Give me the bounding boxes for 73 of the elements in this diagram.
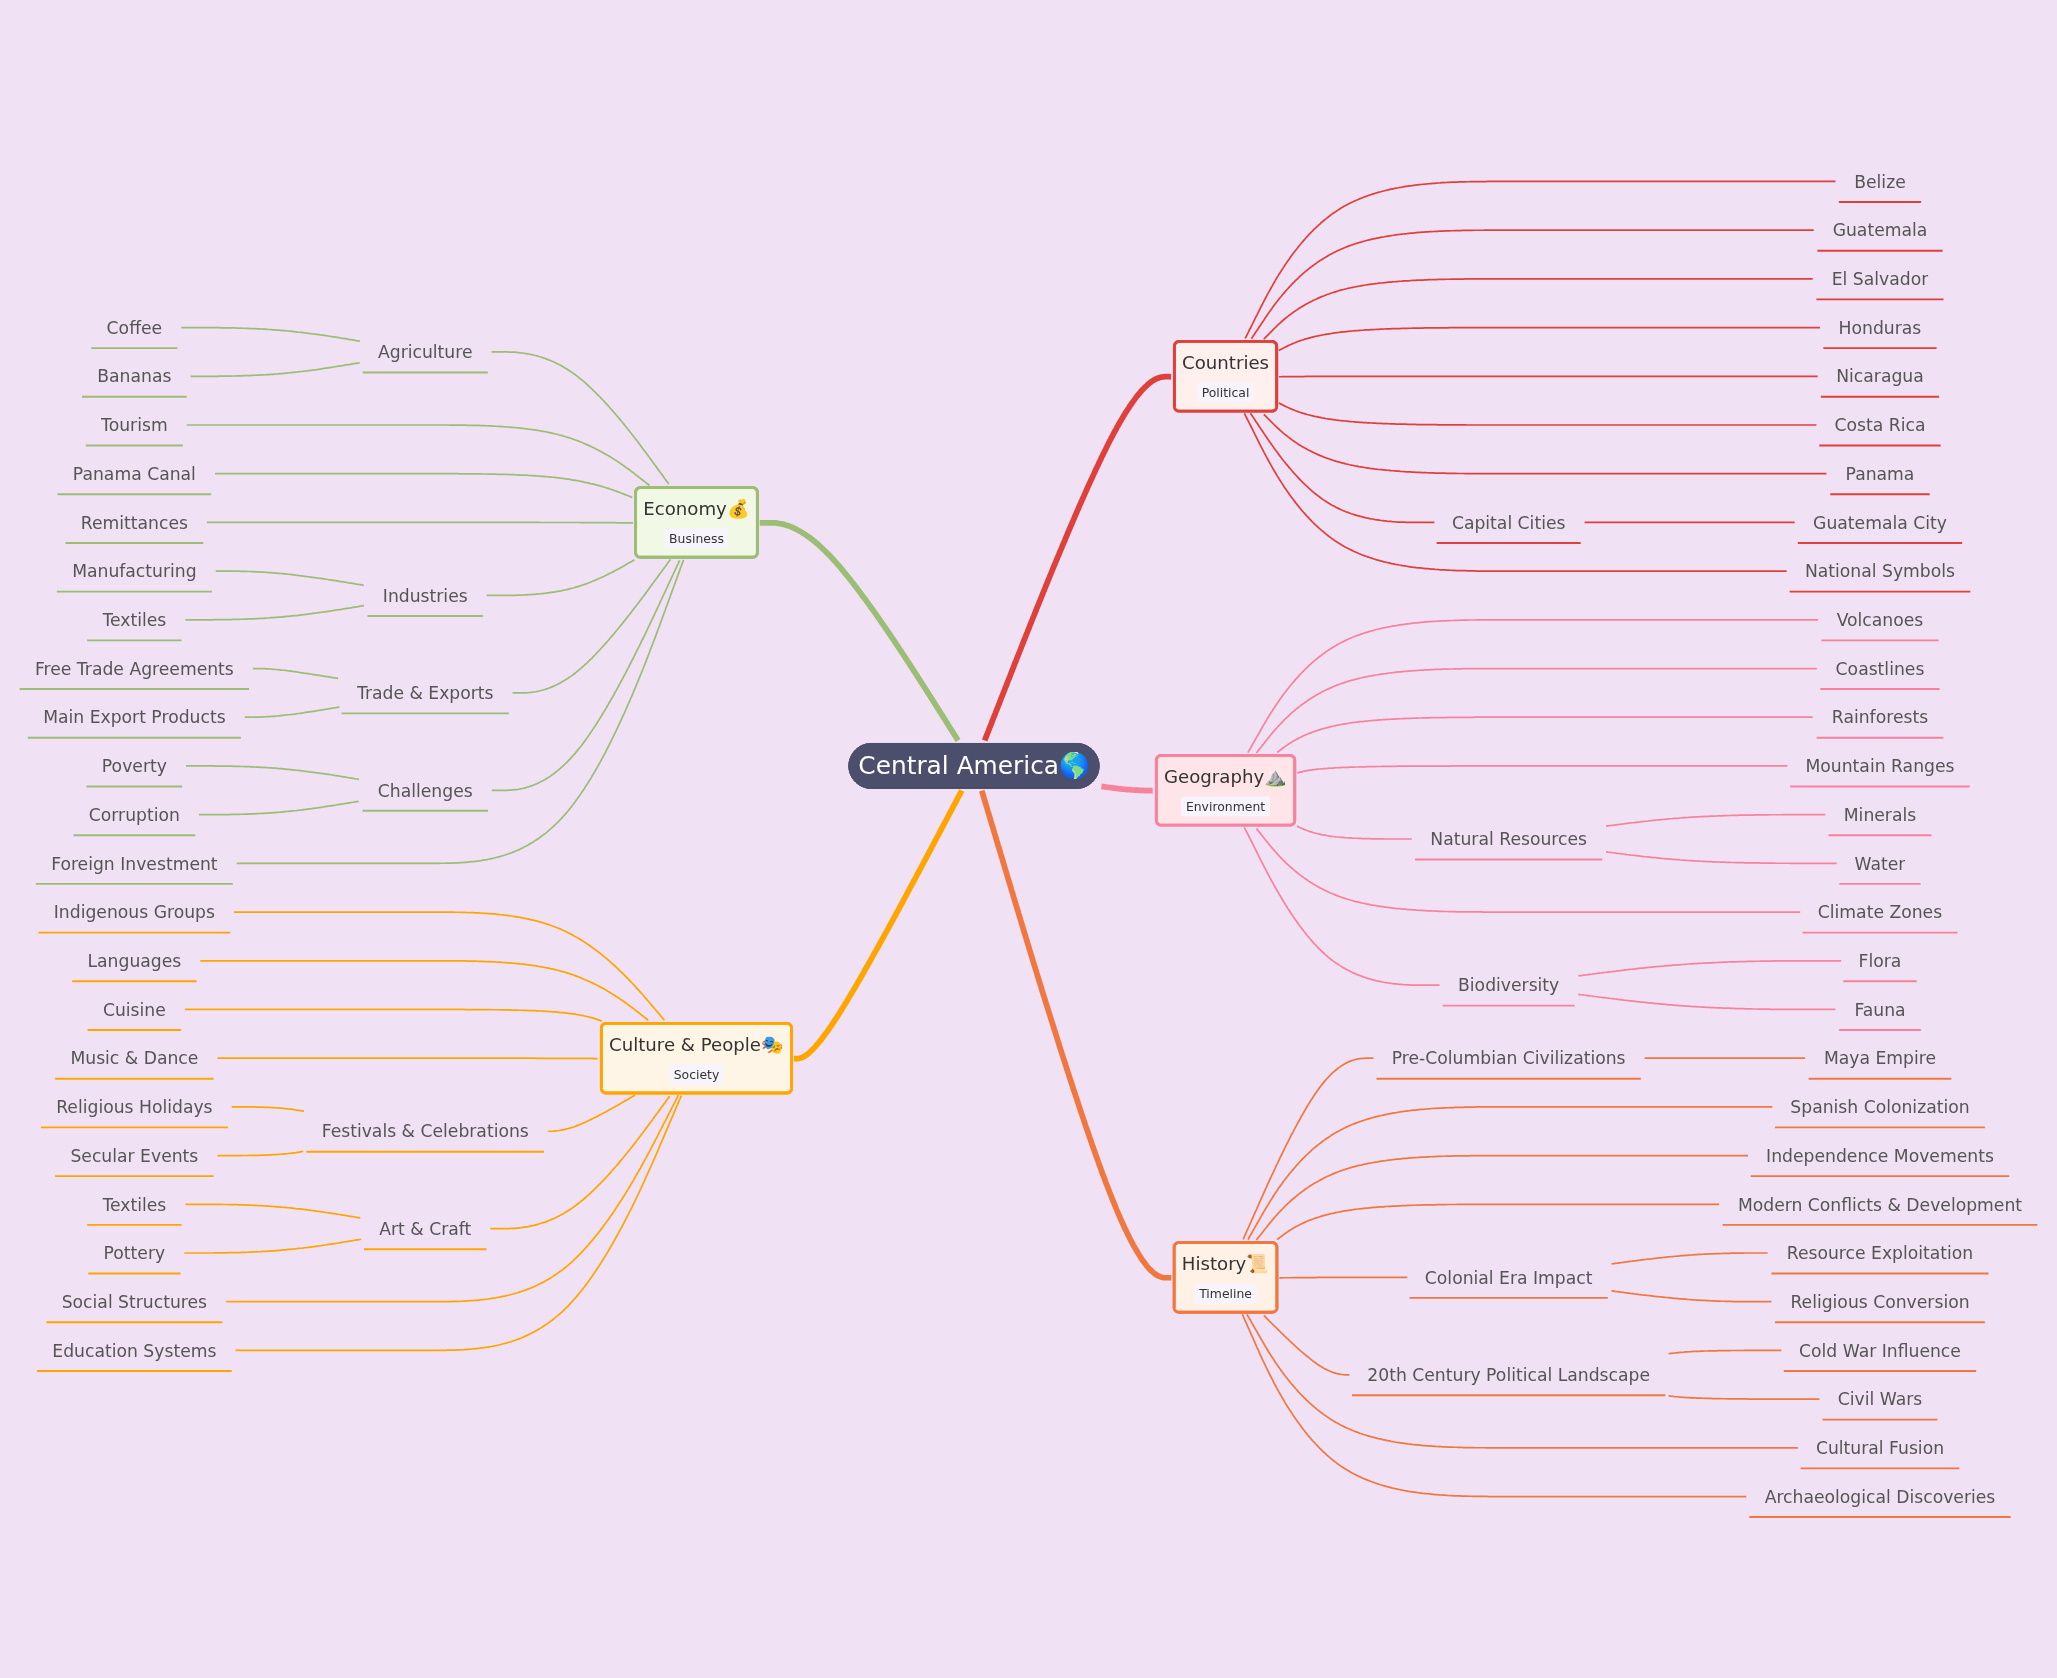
connector-line bbox=[1296, 825, 1413, 840]
connector-line bbox=[214, 472, 634, 499]
connector-line bbox=[979, 789, 1173, 1281]
connector-line bbox=[793, 789, 965, 1062]
connector-line bbox=[184, 1203, 362, 1219]
connector-line bbox=[1610, 1290, 1773, 1303]
connector-line bbox=[180, 326, 361, 342]
connector-line bbox=[243, 706, 341, 719]
connector-line bbox=[1255, 1154, 1749, 1241]
topic-box: Geography⛰ Environment bbox=[1154, 754, 1297, 827]
connector-line bbox=[1255, 667, 1818, 754]
connector-line bbox=[489, 1095, 671, 1230]
connector-line bbox=[184, 1008, 603, 1023]
connector-line bbox=[185, 765, 360, 781]
connector-line bbox=[1242, 1057, 1375, 1241]
connector-line bbox=[1244, 180, 1837, 340]
connector-line bbox=[230, 1106, 305, 1113]
connector-line bbox=[547, 1094, 636, 1133]
connector-line bbox=[206, 521, 634, 524]
connector-line bbox=[511, 558, 672, 694]
topic-box: Economy💰 Business bbox=[634, 486, 759, 559]
connector-line bbox=[1247, 1106, 1774, 1241]
connector-line bbox=[1249, 412, 1436, 524]
connector-line bbox=[485, 558, 636, 597]
central-topic: Central America🌎 bbox=[848, 743, 1100, 789]
topic-box: Countries Political bbox=[1172, 340, 1279, 413]
connector-line bbox=[198, 800, 360, 816]
connector-line bbox=[1250, 229, 1815, 340]
connector-line bbox=[1262, 413, 1828, 475]
connector-line bbox=[1255, 827, 1802, 913]
connector-line bbox=[1577, 959, 1843, 977]
connector-line bbox=[1278, 326, 1821, 352]
connector-line bbox=[1643, 1057, 1806, 1060]
connector-line bbox=[1667, 1394, 1821, 1400]
connector-line bbox=[1605, 813, 1827, 828]
connector-line bbox=[189, 361, 361, 378]
connector-line bbox=[1667, 1349, 1783, 1355]
topic-box: History📜 Timeline bbox=[1172, 1241, 1279, 1314]
connector-line bbox=[1246, 1313, 1799, 1449]
connector-line bbox=[1241, 1313, 1748, 1498]
connector-line bbox=[490, 351, 670, 485]
connector-line bbox=[1276, 1203, 1720, 1241]
connector-line bbox=[1610, 1252, 1769, 1265]
connector-line bbox=[214, 570, 365, 587]
connector-line bbox=[1243, 826, 1441, 986]
connector-line bbox=[233, 911, 666, 1022]
connector-line bbox=[1278, 402, 1818, 426]
connector-line bbox=[982, 373, 1172, 742]
connector-line bbox=[234, 1094, 683, 1352]
connector-line bbox=[183, 1238, 362, 1254]
connector-line bbox=[1605, 850, 1838, 865]
connector-line bbox=[758, 519, 961, 742]
connector-line bbox=[1583, 521, 1796, 524]
topic-box: Culture & People🎭 Society bbox=[599, 1021, 794, 1095]
connector-line bbox=[1577, 993, 1837, 1011]
connector-line bbox=[1100, 783, 1154, 794]
connector-line bbox=[199, 959, 649, 1022]
connector-line bbox=[1262, 1314, 1351, 1376]
connector-line bbox=[490, 559, 681, 792]
connector-line bbox=[1243, 412, 1788, 572]
connector-line bbox=[216, 1150, 305, 1157]
connector-line bbox=[252, 667, 339, 680]
connector-line bbox=[1278, 1276, 1409, 1279]
connector-line bbox=[1296, 765, 1789, 774]
connector-line bbox=[1247, 618, 1819, 754]
connector-line bbox=[1276, 716, 1814, 754]
connector-line bbox=[216, 1057, 599, 1060]
connector-line bbox=[1262, 278, 1814, 341]
connector-line bbox=[185, 424, 651, 487]
connector-line bbox=[225, 1094, 680, 1303]
connector-line bbox=[184, 604, 365, 621]
connector-line bbox=[1278, 375, 1819, 378]
connector-line bbox=[235, 559, 685, 865]
